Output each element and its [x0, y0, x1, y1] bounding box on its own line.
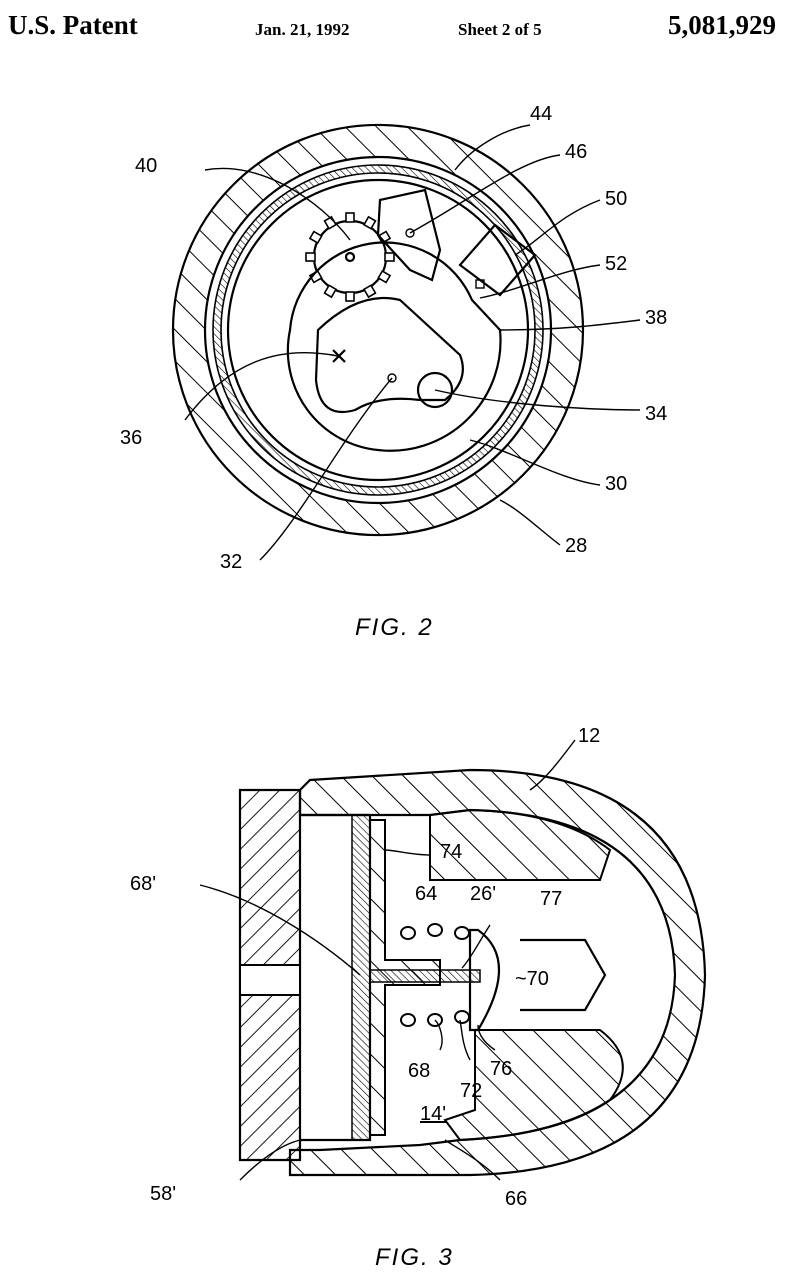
figure-3-caption: FIG. 3 [375, 1244, 454, 1271]
cap-inner-wall [429, 808, 612, 881]
gear-tooth [345, 291, 355, 302]
ref-68-prime: 68' [130, 873, 156, 895]
ref-30: 30 [605, 473, 627, 495]
gear-tooth [323, 284, 338, 299]
spring-coil [454, 926, 470, 940]
figure-2-caption: FIG. 2 [355, 614, 434, 641]
ref-50: 50 [605, 188, 627, 210]
spring-coil [454, 1010, 470, 1024]
ref-46: 46 [565, 141, 587, 163]
spring-coil [400, 1013, 416, 1027]
sheet-number: Sheet 2 of 5 [458, 20, 542, 39]
head-70 [468, 928, 501, 1032]
ref-64: 64 [415, 883, 437, 905]
pin-72 [369, 969, 481, 983]
ref-68: 68 [408, 1060, 430, 1082]
gear-tooth [345, 212, 355, 223]
tip-77 [520, 938, 607, 1012]
ref-34: 34 [645, 403, 667, 425]
ref-12: 12 [578, 725, 600, 747]
ref-44: 44 [530, 103, 552, 125]
gear-tooth [362, 215, 377, 230]
ref-28: 28 [565, 535, 587, 557]
outer-housing-28 [171, 123, 585, 537]
block-50 [458, 223, 537, 297]
ref-74: 74 [440, 841, 462, 863]
lever-44 [376, 188, 442, 282]
gear-tooth [384, 252, 395, 262]
patent-header-title: U.S. Patent [8, 10, 138, 40]
figure-2: 44 46 40 50 52 38 36 34 30 32 28 FIG. 2 [120, 103, 667, 641]
ref-38: 38 [645, 307, 667, 329]
gear-tooth [362, 284, 377, 299]
ref-32: 32 [220, 551, 242, 573]
ref-58-prime: 58' [150, 1183, 176, 1205]
ref-26-prime: 26' [470, 883, 496, 905]
sector-gear-30 [286, 241, 502, 452]
spring-coil [400, 926, 416, 940]
gear-tooth [305, 252, 316, 262]
figure-3: 12 74 68' 64 26' 77 ~70 68 72 76 14' 58'… [130, 725, 707, 1271]
gear-tooth [323, 215, 338, 230]
patent-date: Jan. 21, 1992 [255, 20, 350, 39]
ref-52: 52 [605, 253, 627, 275]
ref-70: ~70 [515, 968, 549, 990]
gear-tooth [377, 269, 392, 284]
liner-ring-38 [212, 164, 544, 496]
gear-tooth [308, 230, 323, 245]
ref-14-prime: 14' [420, 1103, 446, 1125]
ref-40: 40 [135, 155, 157, 177]
ref-36: 36 [120, 427, 142, 449]
ref-76: 76 [490, 1058, 512, 1080]
ref-72: 72 [460, 1080, 482, 1102]
ref-66: 66 [505, 1188, 527, 1210]
patent-number: 5,081,929 [668, 10, 776, 40]
cam-plate-36 [314, 296, 464, 414]
ref-77: 77 [540, 888, 562, 910]
spring-coil [427, 923, 443, 937]
gear-40 [312, 219, 388, 295]
